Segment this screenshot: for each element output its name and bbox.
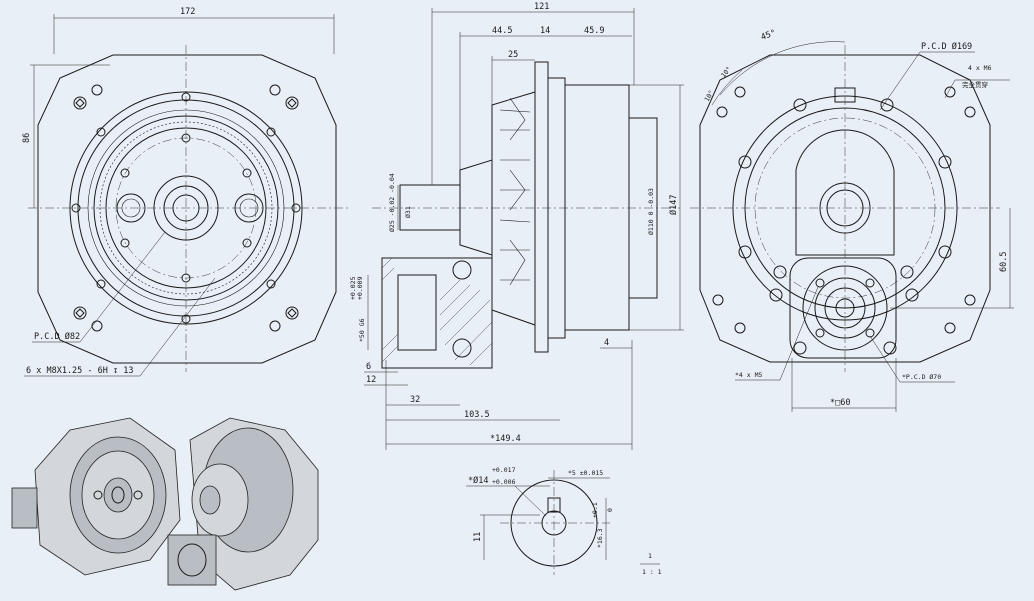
pcd-70-label: *P.C.D Ø70 [902,373,941,381]
dim-149-4-text: *149.4 [490,434,521,444]
dim-32-text: 32 [410,395,420,405]
input-dia-text: *50 G6 [358,318,366,342]
isometric-view-rear [167,417,319,591]
dim-121-text: 121 [534,2,549,12]
side-adapter-bore [397,274,437,351]
side-mount-flange [534,61,549,353]
iso2-motor-flange [167,534,217,586]
detail-depth-tol-top: +0.1 [591,502,599,518]
rear-housing [795,129,895,256]
input-tol-top: +0.025 [349,276,357,300]
shaft-dia-text: Ø25 -0.02 -0.04 [388,173,396,232]
scale-top: 1 [648,552,652,560]
side-view: 121 44.5 14 45.9 25 Ø147 Ø110 0 -0.03 Ø2… [349,2,684,450]
front-ring-hole [266,127,276,137]
detail-depth-text: *16.3 [596,528,604,548]
front-bolt-hole [242,168,252,178]
pcd-82-label: P.C.D Ø82 [34,331,80,342]
isometric-view-front [11,417,181,576]
front-bolt-hole [120,168,130,178]
detail-key-width: *5 ±0.015 [568,469,603,477]
dim-45-9-text: 45.9 [584,26,604,36]
detail-bore-text: *Ø14 [468,475,488,486]
front-view: 172 86 P.C.D Ø82 6 x M8X1.25 - 6H ↧ 13 [22,7,350,377]
angle-10-text: 10° [719,65,733,79]
shaft-detail-view: *Ø14 +0.017 +0.006 *5 ±0.015 11 *16.3 +0… [466,466,662,576]
side-output-housing [564,84,630,331]
angle-10b-text: 10° [703,89,716,103]
dim-86-text: 86 [22,133,32,143]
thread-spec-label: 6 x M8X1.25 - 6H ↧ 13 [26,366,133,376]
side-gear-body [491,91,536,326]
front-ring-hole [96,127,106,137]
rear-outer-holes [712,86,976,355]
dim-60-5-text: 60.5 [999,252,1009,272]
detail-depth-tol-bottom: 0 [606,508,614,512]
dim-25-text: 25 [508,50,518,60]
front-corner-holes [73,84,299,332]
front-flange-outline [37,54,337,364]
dim-14-text: 14 [540,26,550,36]
angle-arc-45 [719,41,846,96]
iso1-hub [103,477,133,513]
dim-6-text: 6 [366,362,371,372]
dim-110-text: Ø110 0 -0.03 [647,188,655,235]
scale-bottom: 1 : 1 [642,568,662,576]
dim-147-text: Ø147 [668,195,679,215]
pcd-169-label: P.C.D Ø169 [921,41,972,52]
shaft-dia-b-text: Ø31 [404,206,412,218]
iso2-shaft [199,485,221,515]
side-fins [499,97,531,286]
front-bolt-hole [120,238,130,248]
side-bearing-bottom [452,338,472,358]
dim-44-5-text: 44.5 [492,26,512,36]
input-tol-bottom: +0.009 [356,276,364,300]
side-shaft-housing [459,159,493,256]
side-bearing-top [452,260,472,280]
detail-bore-tol-top: +0.017 [492,466,516,474]
detail-dim-11: 11 [473,532,483,542]
m6-sublabel: 完全贯穿 [962,80,988,89]
rear-view: 45° 10° 10° P.C.D Ø169 4 x M6 完全贯穿 60.5 … [690,28,1014,412]
front-ring-hole [96,279,106,289]
iso2-motor-bore [177,543,207,577]
angle-45-text: 45° [760,28,778,43]
detail-bore-tol-bottom: +0.006 [492,478,516,486]
dim-172-text: 172 [180,7,195,17]
front-bolt-hole [242,238,252,248]
side-motor-adapter [381,257,493,369]
side-hatching [381,257,493,366]
iso1-motor-adapter [11,487,38,529]
dim-12-text: 12 [366,375,376,385]
front-ring-hole [266,279,276,289]
dim-103-5-text: 103.5 [464,410,490,420]
rear-m5-holes [815,278,875,338]
sq-60-label: *□60 [830,398,850,408]
m6-label: 4 x M6 [968,64,992,72]
dim-4-text: 4 [604,338,609,348]
m5-label: *4 x M5 [735,371,762,379]
iso1-bore [111,486,125,504]
